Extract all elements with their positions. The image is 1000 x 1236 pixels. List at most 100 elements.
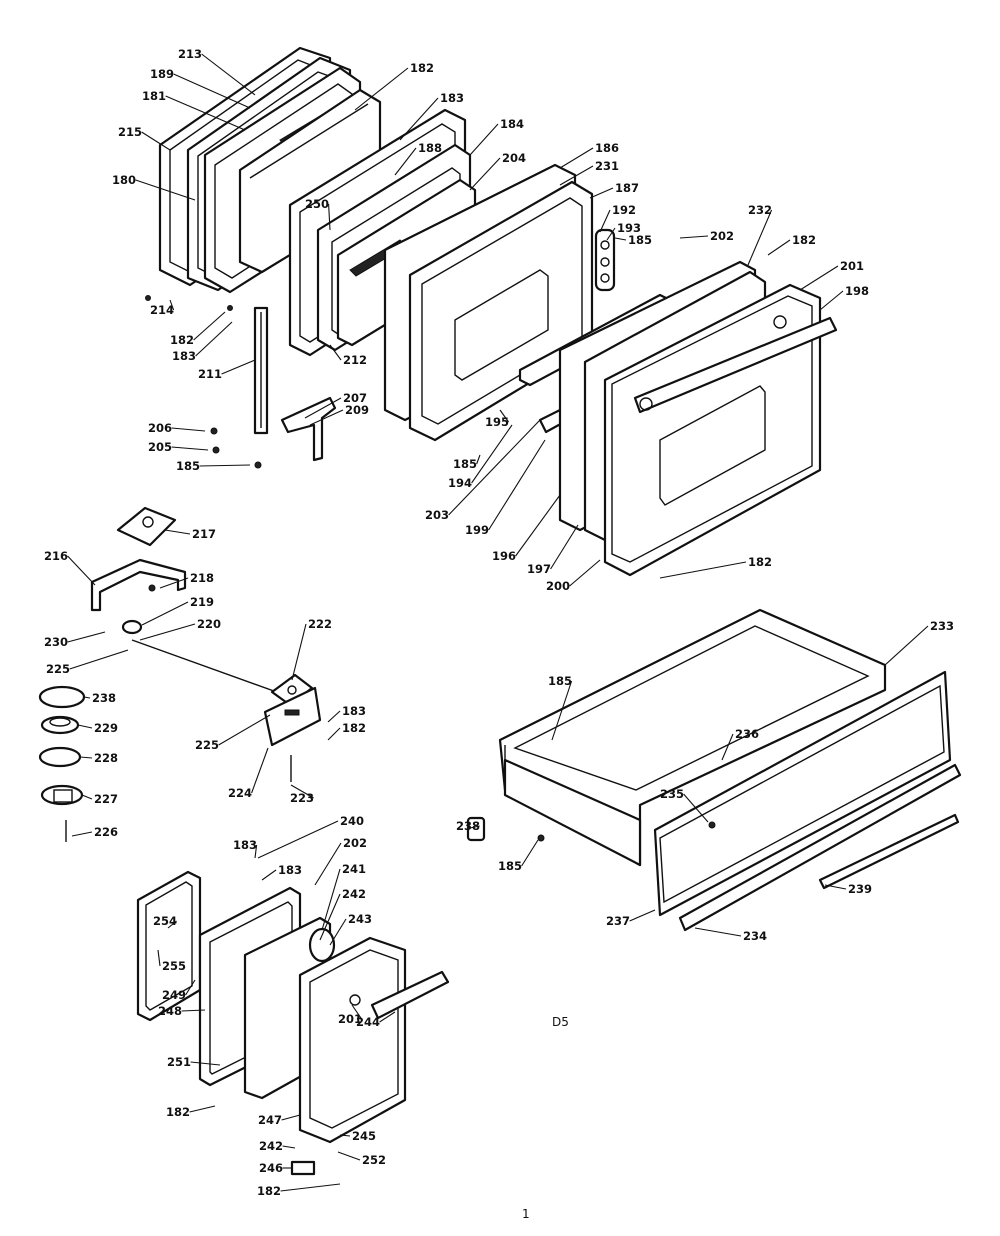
leader-line xyxy=(329,344,342,361)
part-number-label: 216 xyxy=(44,549,68,563)
leader-line xyxy=(193,311,226,341)
part-number-label: 248 xyxy=(158,1004,182,1018)
leader-line xyxy=(69,649,129,670)
leader-line xyxy=(399,97,439,141)
part-number-label: 225 xyxy=(46,662,70,676)
screw-235 xyxy=(708,821,716,829)
part-number-label: 192 xyxy=(612,203,636,217)
leader-line xyxy=(559,147,594,169)
leader-line xyxy=(471,424,513,484)
leader-line xyxy=(469,825,480,829)
outer-door-247 xyxy=(298,936,407,1144)
rod-220 xyxy=(131,639,286,696)
part-number-label: 246 xyxy=(259,1161,283,1175)
leader-line xyxy=(165,95,246,131)
part-number-label: 199 xyxy=(465,523,489,537)
leader-line xyxy=(550,524,579,570)
leader-line xyxy=(280,1183,341,1192)
leader-line xyxy=(499,409,510,423)
part-number-label: 181 xyxy=(142,89,166,103)
leader-line xyxy=(319,893,341,941)
part-number-label: 213 xyxy=(178,47,202,61)
bracket-216 xyxy=(90,558,187,612)
part-number-label: 215 xyxy=(118,125,142,139)
part-number-label: 182 xyxy=(410,61,434,75)
clip-238 xyxy=(466,816,486,842)
part-number-label: 182 xyxy=(792,233,816,247)
part-number-label: 183 xyxy=(233,838,257,852)
part-number-label: 198 xyxy=(845,284,869,298)
part-number-label: 255 xyxy=(162,959,186,973)
hinge-211 xyxy=(253,306,269,435)
part-number-label: 186 xyxy=(595,141,619,155)
part-number-label: 217 xyxy=(192,527,216,541)
part-number-label: 195 xyxy=(485,415,509,429)
leader-line xyxy=(79,756,93,759)
part-number-label: 180 xyxy=(112,173,136,187)
bracket-209 xyxy=(280,396,337,462)
part-number-label: 244 xyxy=(356,1015,380,1029)
leader-line xyxy=(171,446,209,451)
leader-line xyxy=(181,1009,206,1012)
leader-line xyxy=(185,979,196,996)
part-number-label: 182 xyxy=(166,1105,190,1119)
leader-line xyxy=(135,179,196,201)
leader-line xyxy=(606,227,616,241)
leader-line xyxy=(328,203,331,231)
leader-line xyxy=(321,868,341,931)
leader-line xyxy=(195,321,233,357)
leader-line xyxy=(351,1004,363,1020)
part-number-label: 237 xyxy=(606,914,630,928)
part-number-label: 185 xyxy=(453,457,477,471)
part-number-label: 183 xyxy=(342,704,366,718)
leader-line xyxy=(157,949,161,967)
button-201 xyxy=(349,994,361,1006)
leader-line xyxy=(327,727,341,741)
leader-line xyxy=(824,884,847,890)
part-number-label: 222 xyxy=(308,617,332,631)
part-number-label: 182 xyxy=(257,1184,281,1198)
part-number-label: 254 xyxy=(153,914,177,928)
part-number-label: 203 xyxy=(425,508,449,522)
leader-line xyxy=(254,844,258,859)
part-number-label: 194 xyxy=(448,476,472,490)
screw-214 xyxy=(145,295,151,301)
leader-line xyxy=(721,733,734,761)
leader-line xyxy=(354,67,409,111)
part-number-label: 182 xyxy=(170,333,194,347)
part-number-label: 196 xyxy=(492,549,516,563)
leader-line xyxy=(77,724,93,729)
leader-line xyxy=(290,784,314,799)
leader-line xyxy=(379,1011,396,1023)
part-number-label: 228 xyxy=(94,751,118,765)
part-number-label: 238 xyxy=(92,691,116,705)
part-number-label: 231 xyxy=(595,159,619,173)
leader-line xyxy=(167,920,177,929)
leader-line xyxy=(629,909,656,922)
part-number-label: 211 xyxy=(198,367,222,381)
part-number-label: 201 xyxy=(840,259,864,273)
leader-line xyxy=(694,927,742,937)
part-number-label: 236 xyxy=(735,727,759,741)
leader-line xyxy=(173,73,251,109)
leader-line xyxy=(747,209,773,266)
leader-line xyxy=(329,918,347,946)
leader-line xyxy=(139,623,196,641)
latch-cover-217 xyxy=(116,506,177,547)
leader-line xyxy=(67,555,96,586)
part-number-label: 183 xyxy=(440,91,464,105)
part-number-label: 184 xyxy=(500,117,524,131)
part-number-label: 225 xyxy=(195,738,219,752)
leader-line xyxy=(218,714,271,746)
figure-code: D5 xyxy=(552,1015,569,1029)
leader-line xyxy=(171,427,206,432)
leader-line xyxy=(141,131,171,151)
part-number-label: 239 xyxy=(848,882,872,896)
leader-line xyxy=(169,299,175,311)
leader-line xyxy=(476,454,481,465)
leader-line xyxy=(251,747,269,794)
leader-line xyxy=(339,1134,351,1137)
part-number-label: 223 xyxy=(290,791,314,805)
part-number-label: 188 xyxy=(418,141,442,155)
